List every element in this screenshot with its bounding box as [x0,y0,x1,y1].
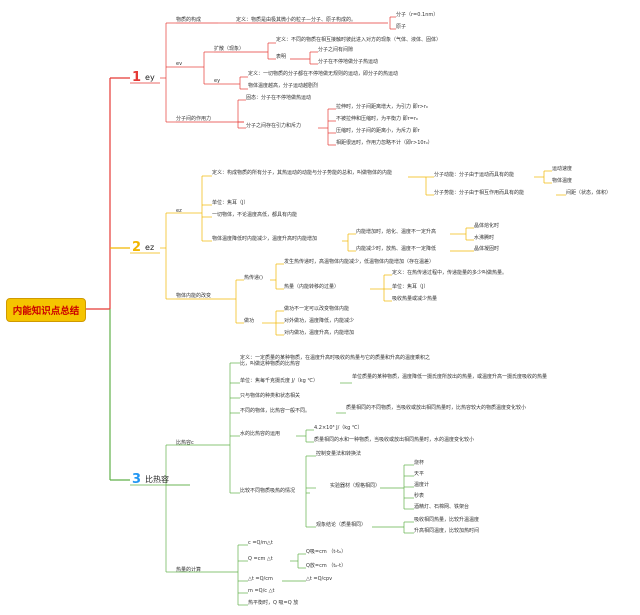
node-zg2[interactable]: 对外做功，温度降低，内能减少 [284,318,355,324]
node-e4[interactable]: 秒表 [414,493,425,499]
node-rcd[interactable]: 热传递() [244,275,263,281]
node-f4[interactable]: 相距很远时，作用力忽略不计（即r>10r₀） [336,140,433,146]
node-label-2: ez [145,243,155,252]
node-brr-unit-note[interactable]: 单位质量的某种物质，温度降低一摄氏度所放出的热量，或温度升高一摄氏度吸收的热量 [352,374,548,380]
node-brr[interactable]: 比热容c [176,440,194,446]
main-node-2[interactable]: 2 ez [132,240,154,255]
node-water-note[interactable]: 质量相同的水和一种物质，当吸收或放出相同热量时，水的温度变化较小 [314,437,475,443]
node-zg3[interactable]: 对内做功，温度升高，内能增加 [284,330,355,336]
node-ks-def[interactable]: 定义：不同的物质在相互接触时彼此进入对方的现象（气体、液体、固体） [276,37,442,43]
node-number-1: 1 [132,70,142,85]
node-water-val[interactable]: 4.2×10³ J/（kg ℃） [314,425,363,431]
node-f1[interactable]: 拉伸时，分子间距离增大，为引力 即r>r₀ [336,104,428,110]
node-k1[interactable]: c =Q/m△t [248,540,273,546]
node-e1[interactable]: 烧杯 [414,460,425,466]
node-compare[interactable]: 比较不同物质吸热的情况 [240,488,296,494]
node-water[interactable]: 水的比热容的运用 [240,431,281,437]
node-ez-def[interactable]: 定义：构成物质的所有分子，其热运动的动能与分子势能的总和，叫做物体的内能 [212,170,393,176]
node-bm1[interactable]: 分子之间有间隙 [318,47,354,53]
node-k3a[interactable]: △t =Q/cpv [306,576,333,582]
main-node-1[interactable]: 1 ey [132,70,155,85]
node-brr-def[interactable]: 定义：一定质量的某种物质，在温度升高时吸收的热量与它的质量和升高的温度乘积之比，… [240,355,431,367]
node-yl[interactable]: 分子之间存在引力和斥力 [246,123,302,129]
node-ez-inc1[interactable]: 晶体熔化时 [474,223,500,229]
node-fzzyl[interactable]: 分子间的作用力 [176,116,212,122]
node-k4[interactable]: m =Q/c △t [248,588,275,594]
node-ez-fzdn[interactable]: 分子动能：分子由于运动而具有的能 [434,172,515,178]
node-rl-abs[interactable]: 吸收热量或减少热量 [392,296,438,302]
node-control[interactable]: 控制变量法和转换法 [316,451,362,457]
node-concl[interactable]: 观象结论（质量相同） [316,522,367,528]
node-number-2: 2 [132,240,142,255]
node-bm[interactable]: 表明 [276,54,287,60]
node-ez-dec1[interactable]: 晶体凝固时 [474,246,500,252]
node-number-3: 3 [132,472,142,487]
node-yz[interactable]: 原子 [396,24,407,30]
node-ey2-def[interactable]: 定义：一切物质的分子都在不停地做无规则的运动，即分子的热运动 [248,71,399,77]
node-c2[interactable]: 升高相同温度，比较加热时间 [414,528,480,534]
main-node-3[interactable]: 3 比热容 [132,472,169,487]
node-label-1: ey [145,73,155,82]
node-zg[interactable]: 做功 [244,318,255,324]
node-ez-dec[interactable]: 内能减少时，放热、温度不一定降低 [356,246,437,252]
node-ks[interactable]: 扩散（现象） [214,46,245,52]
node-f2[interactable]: 不被拉伸和压缩时，为平衡力 即r=r₀ [336,116,418,122]
node-ez-ydsd[interactable]: 运动速度 [552,166,573,172]
node-gc[interactable]: 固态：分子在不停地做热运动 [246,95,312,101]
node-c1[interactable]: 吸收相同热量，比较升温温度 [414,517,480,523]
node-ev[interactable]: ev [176,61,183,67]
node-ez-fzsn[interactable]: 分子势能：分子由于相互作用而具有的能 [434,190,525,196]
node-k2[interactable]: Q =cm △t [248,556,273,562]
node-brr-state[interactable]: 只与物体的种类和状态相关 [240,393,301,399]
node-k2a[interactable]: Q吸=cm （t-t₀） [306,549,347,555]
node-brr-diff-note[interactable]: 质量相同的不同物质，当吸收或放出相同热量时，比热容较大的物质温度变化较小 [346,405,527,411]
node-k3[interactable]: △t =Q/cm [248,576,273,582]
node-f3[interactable]: 压缩时，分子间的距离小，为斥力 即r [336,128,420,134]
node-e3[interactable]: 温度计 [414,482,430,488]
node-rcd1[interactable]: 发生热传递时，高温物体内能减少，低温物体内能增加（存在温差） [284,259,435,265]
node-brr-diff[interactable]: 不同的物体，比热容一般不同。 [240,408,311,414]
node-wzgc[interactable]: 物质的构成 [176,17,202,23]
node-ez-all[interactable]: 一切物体，不论温度高低，都具有内能 [212,212,298,218]
node-calc[interactable]: 热量的计算 [176,567,202,573]
node-ez-unit[interactable]: 单位：焦耳（J） [212,200,249,206]
node-ez-jj[interactable]: 间距（状态，体积） [566,190,612,196]
node-k5[interactable]: 热平衡时，Q 吸=Q 放 [248,600,299,606]
node-bm2[interactable]: 分子在不停地做分子热运动 [318,59,379,65]
node-brr-unit[interactable]: 单位：焦每千克摄氏度 J/（kg ℃） [240,378,319,384]
node-change[interactable]: 物体内能的改变 [176,293,212,299]
node-rl-def[interactable]: 定义：在热传递过程中，传递能量的多少叫做热量。 [392,270,508,276]
node-label-3: 比热容 [145,475,170,484]
node-ez-small[interactable]: ez [176,208,182,214]
node-ey2[interactable]: ey [214,78,221,84]
root-node[interactable]: 内能知识点总结 [6,298,86,322]
node-ez-dep[interactable]: 物体温度降低时内能减少，温度升高时内能增加 [212,236,318,242]
node-rl-unit[interactable]: 单位：焦耳（J） [392,284,429,290]
node-wzgc-def[interactable]: 定义：物质是由极其微小的粒子—分子、原子构成的。 [236,17,357,23]
node-ez-wtwd[interactable]: 物体温度 [552,178,573,184]
node-ez-inc2[interactable]: 水沸腾时 [474,235,495,241]
node-rl[interactable]: 热量（内能转移的过量） [284,284,340,290]
node-ez-inc[interactable]: 内能增加时，熔化、温度不一定升高 [356,229,437,235]
node-equip[interactable]: 实验器材（规格相同） [330,483,381,489]
node-ey2-temp[interactable]: 物体温度越高，分子运动越剧烈 [248,83,319,89]
node-fz[interactable]: 分子（r=0.1nm） [396,12,439,18]
node-zg1[interactable]: 做功不一定可以改变物体内能 [284,306,350,312]
node-k2b[interactable]: Q放=cm （t₀-t） [306,563,347,569]
node-e5[interactable]: 酒精灯、石棉网、铁架台 [414,504,470,510]
node-e2[interactable]: 天平 [414,471,425,477]
